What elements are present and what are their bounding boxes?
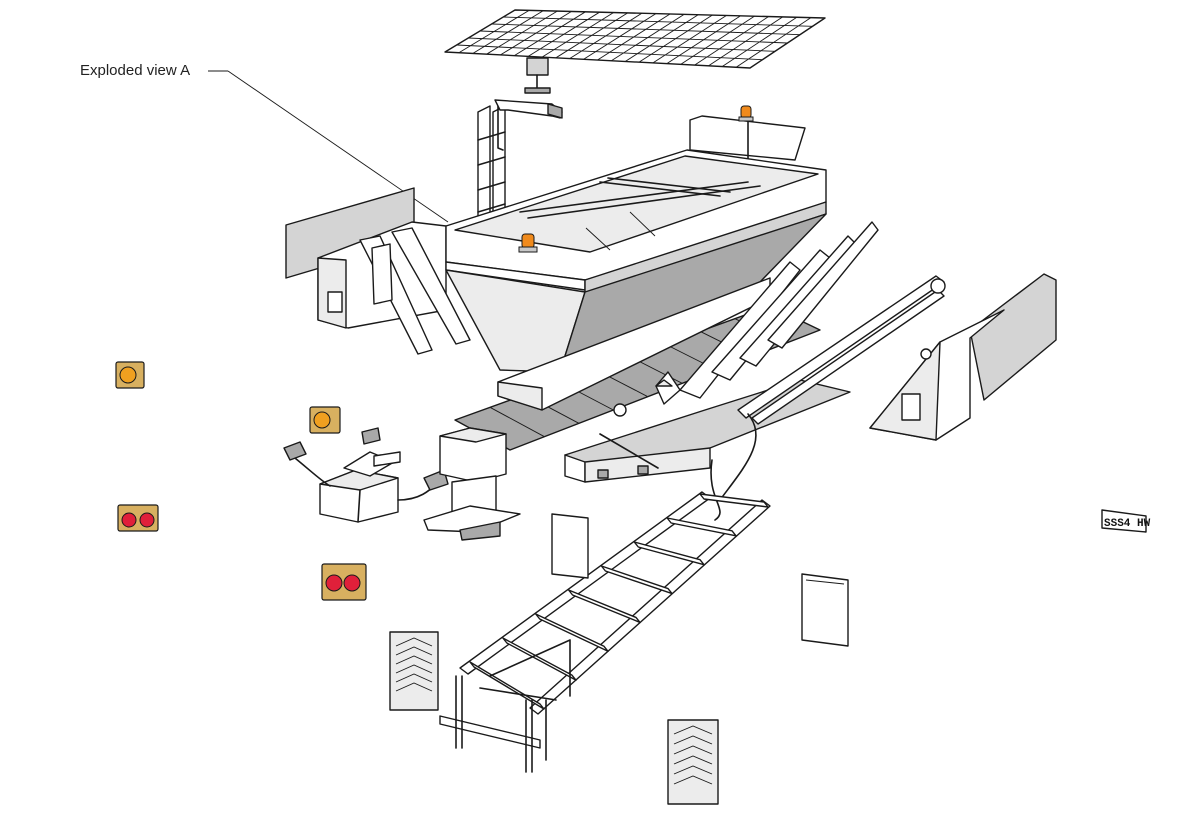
license-plate: SSS4 HW (1101, 509, 1151, 533)
grate-bar (456, 44, 763, 61)
license-plate-text: SSS4 HW (1104, 518, 1151, 530)
side-plate-left (551, 513, 589, 579)
grate-bar (491, 23, 801, 36)
frame-rung (699, 493, 769, 508)
mud-flap-chevron (673, 765, 713, 775)
frame-rung (535, 613, 609, 652)
conveyor-slat (489, 406, 545, 438)
sub-frame (439, 491, 771, 773)
amber-marker-lamp-2 (309, 406, 341, 434)
hopper-body (445, 149, 827, 373)
deflector-fins (655, 221, 879, 405)
left-side-board (285, 187, 471, 355)
grate-bar (503, 16, 813, 27)
mud-flap-chevron (395, 646, 433, 656)
mud-flap-chevron (395, 664, 433, 674)
control-box (283, 427, 449, 523)
hopper-ladder (477, 99, 563, 225)
mud-flap-chevron (395, 673, 433, 683)
frame-rung (469, 661, 545, 710)
frame-rung (567, 589, 641, 624)
tail-lamp-left (117, 504, 159, 532)
amber-beacon-front (518, 233, 538, 253)
mud-flap-chevron (395, 655, 433, 665)
mud-flap-chevron (395, 682, 433, 692)
frame-rung (666, 517, 737, 537)
mud-flap-left (389, 631, 439, 711)
callout-label: Exploded view A (80, 62, 191, 79)
tail-lamp-right (321, 563, 367, 601)
mud-flap-right (667, 719, 719, 805)
side-plate-right (801, 573, 849, 647)
mud-flap-chevron (673, 755, 713, 765)
frame-rung (633, 541, 705, 566)
grate-bar (479, 30, 788, 44)
mud-flap-chevron (673, 735, 713, 745)
rear-panel (689, 115, 806, 161)
mud-flap-chevron (395, 637, 433, 647)
grate-bar (468, 37, 776, 52)
mud-flap-chevron (673, 775, 713, 785)
mud-flap-chevron (673, 725, 713, 735)
spinner-chute (423, 427, 521, 541)
right-side-board (869, 273, 1057, 441)
frame-rung (502, 637, 577, 681)
top-grate (444, 9, 826, 94)
mud-flap-chevron (673, 745, 713, 755)
amber-marker-lamp-1 (115, 361, 145, 389)
frame-rung (600, 565, 673, 595)
amber-beacon-rear (738, 105, 754, 122)
hydraulic-auger (710, 275, 946, 521)
